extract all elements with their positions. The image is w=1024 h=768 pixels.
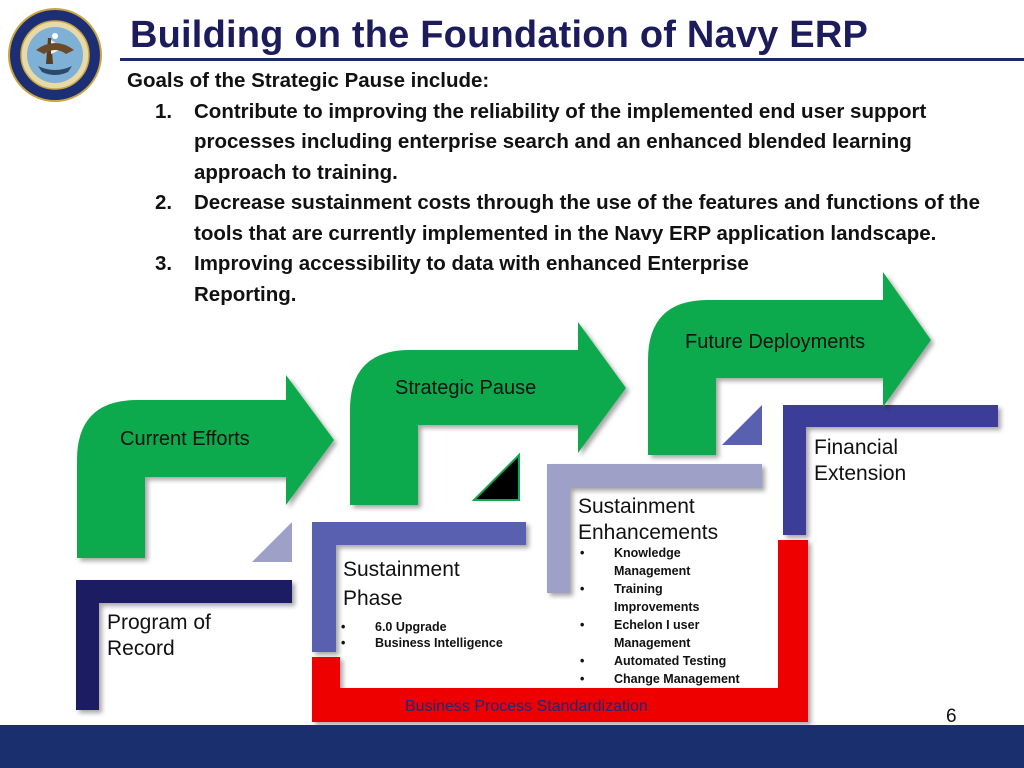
goals-list: 1. Contribute to improving the reliabili… xyxy=(127,97,997,311)
arrow-label-strategic-pause: Strategic Pause xyxy=(395,377,537,399)
stair-label-line: Financial xyxy=(814,436,899,459)
arrow-label-current-efforts: Current Efforts xyxy=(120,428,250,450)
goal-text: Decrease sustainment costs through the u… xyxy=(194,191,980,245)
goal-text: Improving accessibility to data with enh… xyxy=(194,252,749,306)
bullet-item: 6.0 Upgrade xyxy=(337,619,503,635)
stair-label-line: Extension xyxy=(814,462,907,485)
stair-label-financial-extension: Financial Extension xyxy=(814,435,906,487)
stair-label-line: Enhancements xyxy=(578,521,719,544)
bullet-item: Change Management xyxy=(576,670,776,688)
goal-item: 3. Improving accessibility to data with … xyxy=(127,249,794,310)
title-rule xyxy=(120,58,1024,61)
stair-label-line: Record xyxy=(107,637,175,660)
goal-number: 1. xyxy=(155,99,173,123)
footer-bar xyxy=(0,725,1024,768)
goal-number: 2. xyxy=(155,191,173,214)
stair-label-line: Sustainment xyxy=(343,558,460,581)
bullet-item: Automated Testing xyxy=(576,652,776,670)
goal-text: Contribute to improving the reliability … xyxy=(194,99,927,184)
goals-intro: Goals of the Strategic Pause include: xyxy=(127,69,490,92)
stair-label-sustainment-phase: Sustainment Phase xyxy=(343,555,460,613)
bullet-item: Knowledge Management xyxy=(576,544,724,580)
corner-triangle xyxy=(471,452,520,501)
page-number: 6 xyxy=(946,706,957,727)
navy-seal-icon xyxy=(8,8,102,102)
sustainment-phase-bullets: 6.0 Upgrade Business Intelligence xyxy=(337,619,503,651)
arrow-label-future-deployments: Future Deployments xyxy=(685,331,866,353)
stair-label-sustainment-enhancements: Sustainment Enhancements xyxy=(578,494,718,546)
business-process-label: Business Process Standardization xyxy=(405,698,648,715)
stair-label-line: Phase xyxy=(343,587,403,610)
stair-label-program-of-record: Program of Record xyxy=(107,610,211,662)
slide-title: Building on the Foundation of Navy ERP xyxy=(130,14,869,56)
sustainment-enhancements-bullets: Knowledge Management Training Improvemen… xyxy=(576,544,776,688)
goal-item: 2. Decrease sustainment costs through th… xyxy=(127,188,997,249)
bullet-item: Echelon I user Management xyxy=(576,616,734,652)
stair-label-line: Program of xyxy=(107,611,211,634)
current-efforts-arrow xyxy=(77,375,334,558)
strategic-pause-arrow xyxy=(350,322,626,505)
corner-triangle xyxy=(252,522,292,562)
bullet-item: Training Improvements xyxy=(576,580,724,616)
corner-triangle xyxy=(722,405,762,445)
goals-section: Goals of the Strategic Pause include: 1.… xyxy=(127,66,997,310)
stair-label-line: Sustainment xyxy=(578,495,695,518)
goal-item: 1. Contribute to improving the reliabili… xyxy=(127,97,997,189)
bullet-item: Business Intelligence xyxy=(337,635,503,651)
goal-number: 3. xyxy=(155,252,173,275)
